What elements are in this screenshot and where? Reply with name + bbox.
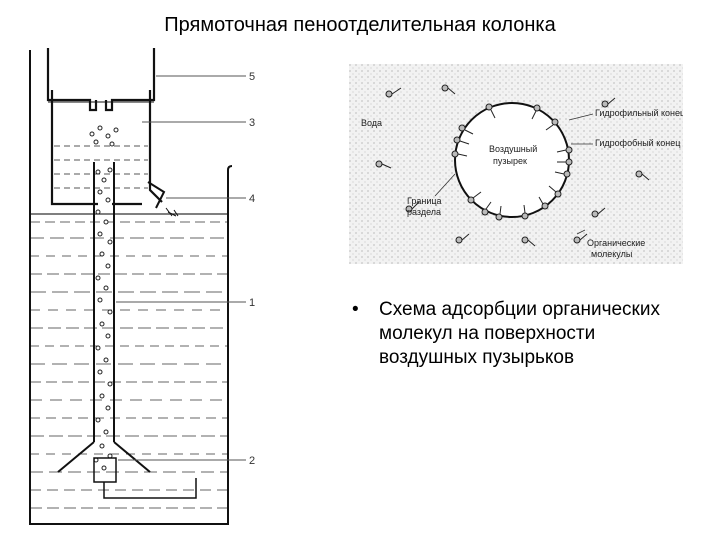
- callout-5: 5: [249, 71, 255, 83]
- vessel-water-lines: [54, 145, 148, 189]
- bullet-marker: •: [352, 299, 359, 320]
- callout-2: 2: [249, 455, 255, 467]
- diffuser: [93, 457, 197, 499]
- callout-4: 4: [249, 193, 255, 205]
- slide-title: Прямоточная пеноотделительная колонка: [164, 14, 556, 36]
- outlet-spout: [147, 181, 179, 217]
- label-organic-2: молекулы: [591, 249, 632, 259]
- callout-3: 3: [249, 117, 255, 129]
- tank-water-lines: [30, 221, 228, 509]
- label-water: Вода: [361, 118, 382, 128]
- column-tube: [57, 162, 151, 473]
- label-boundary-1: Граница: [407, 196, 442, 206]
- free-molecules: [375, 84, 650, 247]
- foam-column-diagram: 5 3 4 1 2: [29, 48, 255, 525]
- label-air-bubble-2: пузырек: [493, 156, 527, 166]
- bullet-text: Схема адсорбции органических молекул на …: [379, 299, 660, 368]
- callout-1: 1: [249, 297, 255, 309]
- label-hydrophobic-end: Гидрофобный конец: [595, 138, 680, 148]
- label-air-bubble-1: Воздушный: [489, 144, 537, 154]
- tank: [29, 50, 233, 525]
- callout-lines: [116, 75, 246, 461]
- foam-collector: [46, 48, 156, 112]
- diagram-leaders: [434, 113, 594, 235]
- label-organic-1: Органические: [587, 238, 645, 248]
- adsorption-diagram: Вода Воздушный пузырек Гидрофильный коне…: [349, 64, 683, 264]
- upper-vessel: [50, 90, 163, 206]
- molecule-tails: [457, 109, 567, 215]
- adsorbed-molecules: [451, 103, 573, 221]
- label-boundary-2: раздела: [407, 207, 441, 217]
- label-hydrophilic-end: Гидрофильный конец: [595, 108, 683, 118]
- bubbles: [89, 125, 119, 471]
